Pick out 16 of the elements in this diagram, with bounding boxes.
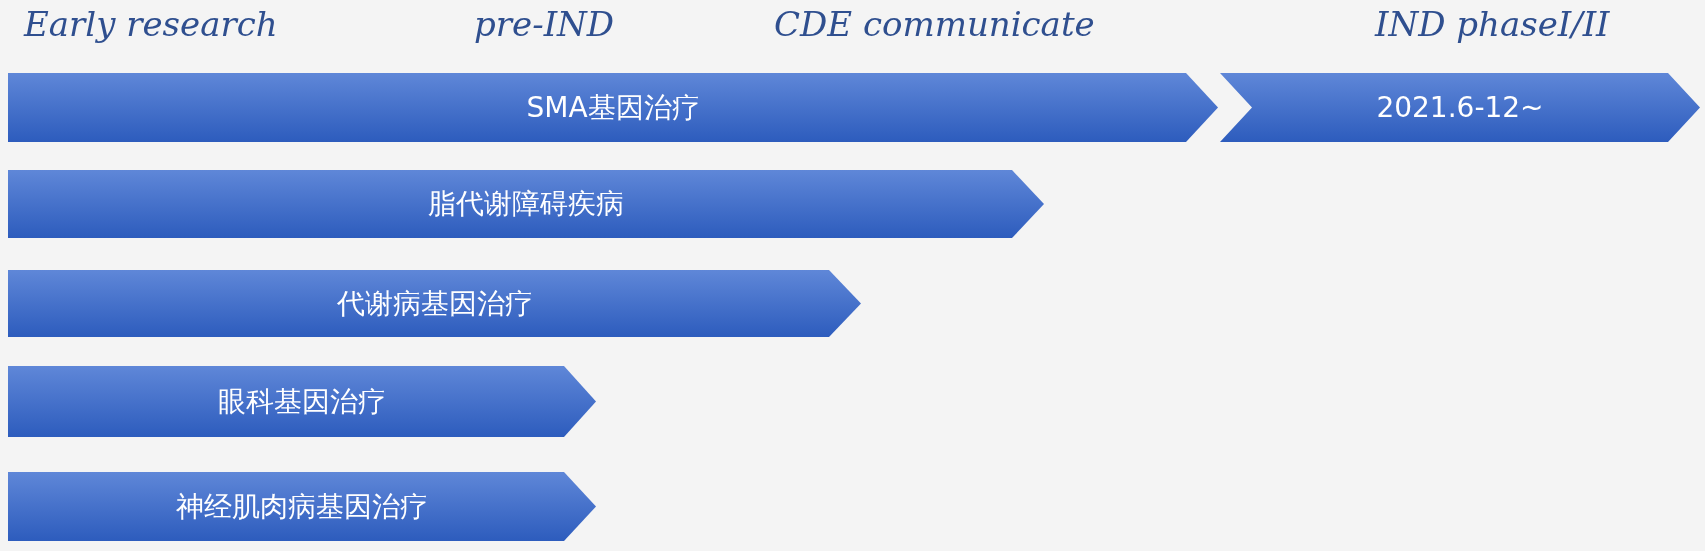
bar-label: 眼科基因治疗 — [218, 383, 386, 420]
bar-label: 神经肌肉病基因治疗 — [176, 488, 428, 525]
bar-label: SMA基因治疗 — [526, 89, 700, 126]
chevron-bar — [8, 472, 596, 541]
bar-label: 代谢病基因治疗 — [336, 285, 533, 322]
chevron-bar — [8, 73, 1218, 142]
phase-heading: pre-IND — [474, 4, 615, 44]
chevron-bar — [8, 270, 861, 337]
bar-label: 2021.6-12~ — [1376, 91, 1544, 124]
chevron-bar — [1220, 73, 1700, 142]
bar-label: 脂代谢障碍疾病 — [428, 186, 624, 222]
phase-heading: CDE communicate — [774, 4, 1095, 44]
phase-heading: Early research — [24, 4, 278, 44]
chevron-bar — [8, 366, 596, 437]
phase-heading: IND phaseI/II — [1375, 4, 1610, 44]
chevron-bar — [8, 170, 1044, 238]
